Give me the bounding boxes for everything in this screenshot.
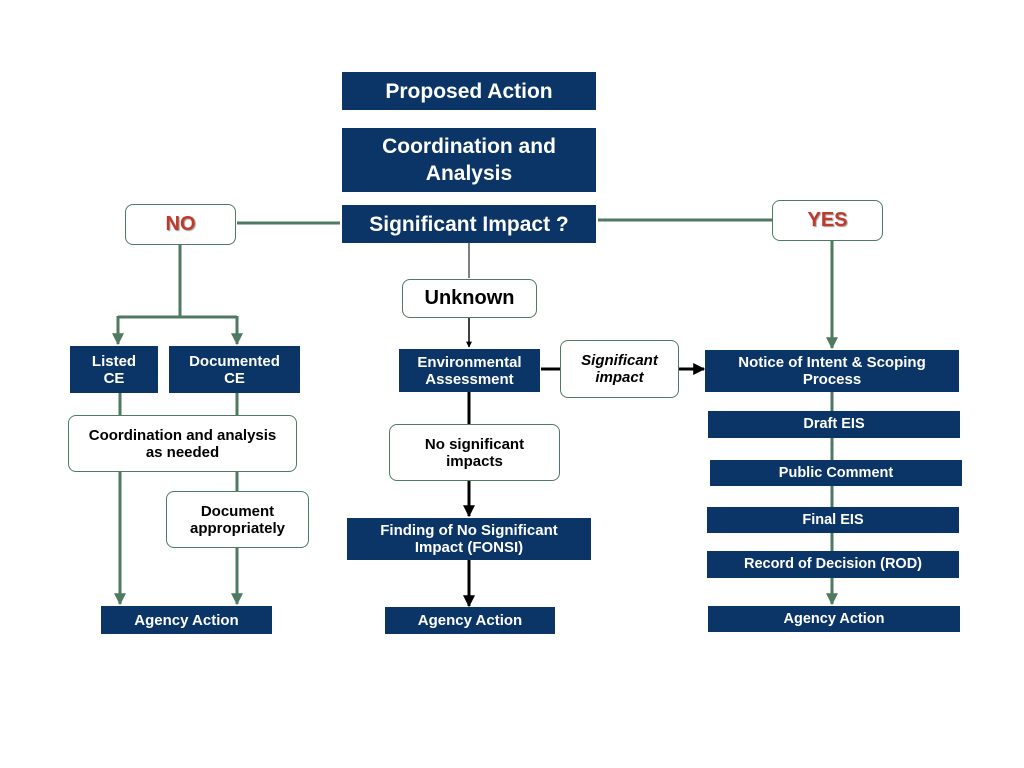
public-comment-box: Public Comment (710, 460, 962, 486)
record-of-decision-box: Record of Decision (ROD) (707, 551, 959, 578)
final-eis-box: Final EIS (707, 507, 959, 533)
listed-ce-box: Listed CE (70, 346, 158, 393)
no-label-box: NO (125, 204, 236, 245)
right-agency-action-box: Agency Action (708, 606, 960, 632)
document-appropriately-box: Document appropriately (166, 491, 309, 548)
middle-agency-action-box: Agency Action (385, 607, 555, 634)
fonsi-box: Finding of No Significant Impact (FONSI) (347, 518, 591, 560)
environmental-assessment-box: Environmental Assessment (399, 349, 540, 392)
coordination-as-needed-box: Coordination and analysis as needed (68, 415, 297, 472)
draft-eis-box: Draft EIS (708, 411, 960, 438)
notice-of-intent-box: Notice of Intent & Scoping Process (705, 350, 959, 392)
left-agency-action-box: Agency Action (101, 606, 272, 634)
no-significant-impacts-box: No significant impacts (389, 424, 560, 481)
proposed-action-box: Proposed Action (342, 72, 596, 110)
coordination-analysis-box: Coordination and Analysis (342, 128, 596, 192)
unknown-label-box: Unknown (402, 279, 537, 318)
documented-ce-box: Documented CE (169, 346, 300, 393)
significant-impact-box: Significant impact (560, 340, 679, 398)
significant-impact-question-box: Significant Impact ? (342, 205, 596, 243)
yes-label-box: YES (772, 200, 883, 241)
